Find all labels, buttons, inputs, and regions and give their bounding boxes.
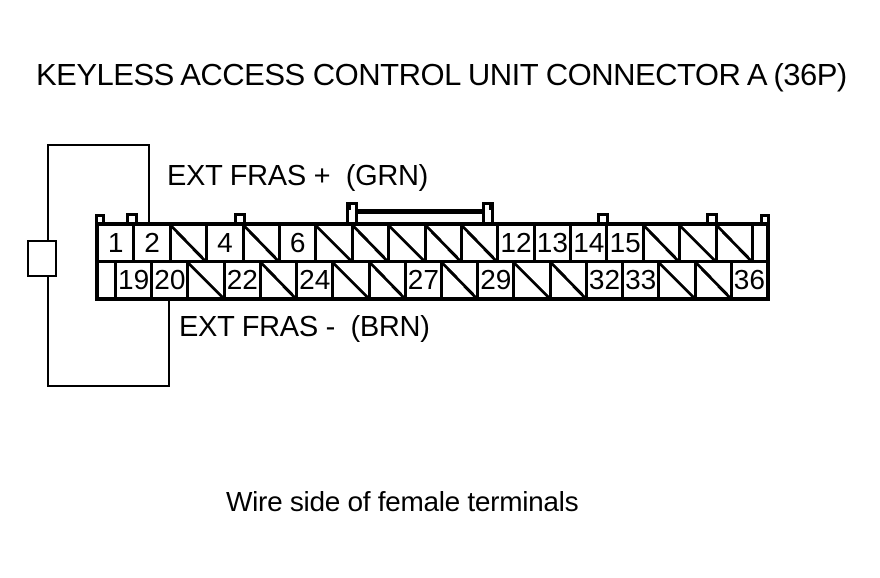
pin-row-filler: [751, 226, 767, 260]
housing-corner-tab-right: [760, 214, 770, 223]
pin-cell-unused: [439, 263, 477, 297]
pin-cell-unused: [258, 263, 296, 297]
pin-cell-32: 32: [584, 263, 622, 297]
pin-cell-unused: [641, 226, 679, 260]
wire-minus-vertical-segment: [168, 300, 170, 387]
connector-lock-post-right: [482, 202, 494, 226]
pin-cell-14: 14: [569, 226, 606, 260]
pin-cell-22: 22: [222, 263, 259, 297]
housing-lug-1: [126, 213, 138, 223]
wire-left-lower-segment: [47, 276, 49, 387]
page-title: KEYLESS ACCESS CONTROL UNIT CONNECTOR A …: [36, 57, 847, 92]
housing-corner-tab-left: [95, 214, 105, 223]
pin-cell-unused: [512, 263, 549, 297]
wire-minus-label: EXT FRAS - (BRN): [179, 311, 430, 343]
pin-cell-unused: [350, 226, 388, 260]
housing-lug-3: [597, 213, 609, 223]
housing-lug-4: [706, 213, 718, 223]
pin-cell-unused: [678, 226, 715, 260]
pin-cell-unused: [693, 263, 730, 297]
connector-lock-post-left: [346, 202, 358, 226]
pin-cell-1: 1: [99, 226, 133, 260]
pin-cell-12: 12: [496, 226, 533, 260]
pin-cell-36: 36: [729, 263, 766, 297]
pin-cell-unused: [168, 226, 206, 260]
wire-plus-horizontal-segment: [47, 144, 150, 146]
pin-cell-13: 13: [532, 226, 570, 260]
pin-cell-unused: [657, 263, 694, 297]
pin-cell-unused: [714, 226, 752, 260]
pin-cell-unused: [331, 263, 368, 297]
wire-plus-label: EXT FRAS + (GRN): [167, 160, 429, 192]
lock-post-cap: [346, 204, 351, 210]
ext-fras-component-box: [27, 240, 57, 277]
pin-cell-27: 27: [403, 263, 440, 297]
pin-cell-unused: [186, 263, 223, 297]
pin-cell-unused: [423, 226, 460, 260]
connector-lock-bar: [356, 209, 485, 214]
pin-cell-unused: [367, 263, 404, 297]
caption: Wire side of female terminals: [226, 486, 579, 517]
pin-cell-20: 20: [150, 263, 187, 297]
pin-cell-24: 24: [295, 263, 332, 297]
housing-lug-2: [234, 213, 246, 223]
pin-cell-15: 15: [605, 226, 642, 260]
pin-cell-4: 4: [205, 226, 242, 260]
pin-cell-unused: [548, 263, 585, 297]
pin-cell-29: 29: [476, 263, 513, 297]
pin-row-filler: [99, 263, 114, 297]
pin-cell-2: 2: [132, 226, 169, 260]
pin-cell-unused: [459, 226, 497, 260]
pin-cell-33: 33: [621, 263, 658, 297]
pin-cell-6: 6: [277, 226, 315, 260]
pin-cell-unused: [314, 226, 351, 260]
wire-left-upper-segment: [47, 144, 49, 241]
pin-cell-unused: [241, 226, 278, 260]
lock-post-cap: [489, 204, 494, 210]
wire-minus-horizontal-segment: [47, 385, 170, 387]
pin-cell-unused: [387, 226, 424, 260]
pin-cell-19: 19: [114, 263, 151, 297]
pin-row-divider: [99, 260, 766, 263]
wire-plus-vertical-segment: [148, 144, 150, 224]
